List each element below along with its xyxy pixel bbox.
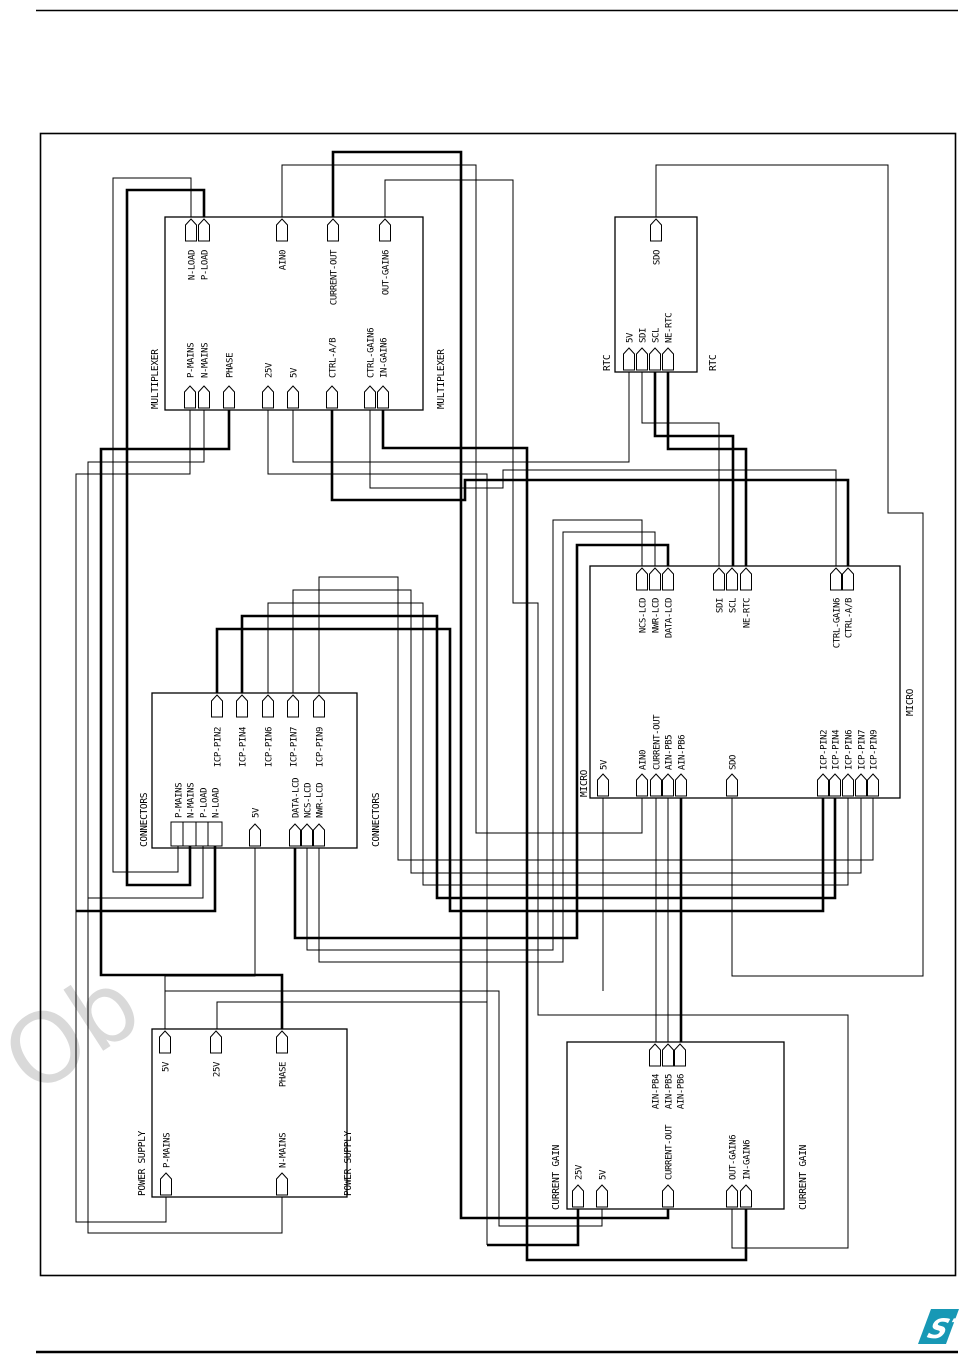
- block-label: CURRENT GAIN: [798, 1144, 809, 1210]
- pin-label: ICP-PIN9: [316, 727, 326, 767]
- pin-label: ICP-PIN9: [870, 730, 880, 770]
- pin-label: N-MAINS: [201, 343, 211, 378]
- pin-label: P-MAINS: [163, 1133, 173, 1168]
- pin-label: PHASE: [226, 353, 236, 378]
- pin-label: PHASE: [279, 1062, 289, 1087]
- schematic-frame: [39, 132, 957, 1277]
- block-label: POWER SUPPLY: [343, 1130, 354, 1196]
- pin-label: NCS-LCD: [304, 783, 314, 818]
- pin-label: ICP-PIN2: [214, 727, 224, 767]
- block-label: RTC: [602, 355, 613, 371]
- pin-label: ICP-PIN4: [239, 727, 249, 767]
- pin-label: CURRENT-OUT: [653, 714, 663, 770]
- st-logo-shape: [918, 1309, 959, 1344]
- pin-label: 25V: [265, 362, 275, 378]
- pin-label: SDI: [716, 598, 726, 613]
- pin-label: N-LOAD: [212, 788, 222, 818]
- pin-label: N-MAINS: [279, 1133, 289, 1168]
- block-label: CONNECTORS: [371, 792, 382, 847]
- pin-label: OUT-GAIN6: [382, 250, 392, 295]
- block-label: POWER SUPPLY: [137, 1130, 148, 1196]
- pin-label: ICP-PIN6: [845, 730, 855, 770]
- pin-label: 5V: [626, 332, 636, 343]
- block-micro: [589, 565, 901, 799]
- pin-label: 25V: [575, 1164, 585, 1180]
- block-label: MICRO: [905, 688, 916, 716]
- pin-label: NE-RTC: [665, 313, 675, 343]
- pin-label: NWR-LCD: [652, 598, 662, 633]
- pin-label: ICP-PIN7: [290, 727, 300, 767]
- labels-multiplexer: N-LOAD P-LOAD AIN0 CURRENT-OUT OUT-GAIN6…: [150, 249, 447, 409]
- block-label: CONNECTORS: [139, 792, 150, 847]
- st-logo: ST: [918, 1309, 961, 1345]
- pin-label: 5V: [290, 367, 300, 378]
- pin-label: NCS-LCD: [639, 598, 649, 633]
- block-label: MULTIPLEXER: [150, 349, 161, 409]
- pin-label: ICP-PIN6: [265, 727, 275, 767]
- pin-label: 5V: [599, 1169, 609, 1180]
- block-label: MULTIPLEXER: [436, 349, 447, 409]
- pin-label: OUT-GAIN6: [729, 1135, 739, 1180]
- block-power-supply: [151, 1028, 348, 1198]
- pin-label: CTRL-GAIN6: [833, 598, 843, 648]
- pin-label: CTRL-A/B: [329, 338, 339, 378]
- wires: [75, 150, 924, 1262]
- block-label: RTC: [708, 355, 719, 371]
- block-current-gain: [566, 1041, 785, 1210]
- pin-label: CURRENT-OUT: [665, 1124, 675, 1180]
- pin-label: 5V: [252, 807, 262, 818]
- pin-label: 25V: [213, 1061, 223, 1077]
- pin-label: AIN0: [279, 250, 289, 270]
- pin-label: N-LOAD: [188, 250, 198, 280]
- pin-label: P-MAINS: [187, 343, 197, 378]
- pin-label: SDO: [729, 755, 739, 770]
- pin-label: AIN-PB4: [652, 1074, 662, 1109]
- pin-label: ICP-PIN2: [820, 730, 830, 770]
- pin-label: SDI: [639, 328, 649, 343]
- pin-label: P-LOAD: [201, 250, 211, 280]
- pin-label: CTRL-A/B: [845, 598, 855, 638]
- pin-label: SDO: [653, 250, 663, 265]
- pin-label: AIN-PB6: [677, 1074, 687, 1109]
- block-rtc: [614, 216, 698, 373]
- pin-label: ICP-PIN7: [858, 730, 868, 770]
- labels-connectors: ICP-PIN2 ICP-PIN4 ICP-PIN6 ICP-PIN7 ICP-…: [139, 727, 382, 847]
- pin-label: 5V: [600, 759, 610, 770]
- labels-current-gain: AIN-PB4 AIN-PB5 AIN-PB6 25V 5V CURRENT-O…: [551, 1074, 809, 1210]
- pin-label: CTRL-GAIN6: [367, 328, 377, 378]
- pin-label: P-MAINS: [175, 783, 185, 818]
- pin-label: N-MAINS: [187, 783, 197, 818]
- pin-label: DATA-LCD: [292, 778, 302, 818]
- pin-label: AIN-PB6: [678, 735, 688, 770]
- labels-rtc: SDO 5V SDI SCL NE-RTC RTC RTC: [602, 250, 719, 371]
- pin-label: SCL: [729, 598, 739, 613]
- block-label: MICRO: [579, 769, 590, 797]
- pin-label: AIN-PB5: [665, 1074, 675, 1109]
- pin-label: AIN-PB5: [665, 735, 675, 770]
- block-outlines: [151, 216, 901, 1210]
- pin-label: SCL: [652, 328, 662, 343]
- labels-micro: NCS-LCD NWR-LCD DATA-LCD SDI SCL NE-RTC …: [579, 598, 916, 797]
- pin-label: IN-GAIN6: [380, 338, 390, 378]
- pin-label: CURRENT-OUT: [330, 249, 340, 305]
- block-multiplexer: [164, 216, 424, 411]
- pin-label: NE-RTC: [743, 598, 753, 628]
- pin-label: IN-GAIN6: [743, 1140, 753, 1180]
- pin-label: P-LOAD: [200, 788, 210, 818]
- block-label: CURRENT GAIN: [551, 1144, 562, 1210]
- pin-label: AIN0: [639, 750, 649, 770]
- labels-power-supply: 5V 25V PHASE P-MAINS N-MAINS POWER SUPPL…: [137, 1061, 354, 1196]
- pin-label: DATA-LCD: [665, 598, 675, 638]
- pin-label: NWR-LCD: [316, 783, 326, 818]
- pin-label: 5V: [162, 1061, 172, 1072]
- pin-label: ICP-PIN4: [832, 730, 842, 770]
